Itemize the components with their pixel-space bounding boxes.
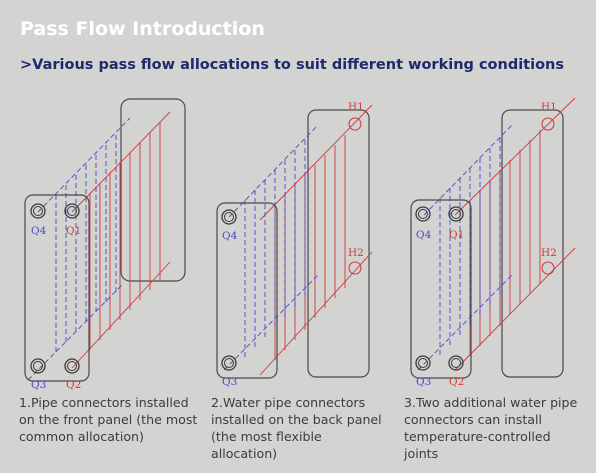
port-q1-icon — [448, 206, 464, 222]
panel-3-diagram: Q4 Q1 Q3 Q2 H1 H2 — [410, 97, 576, 388]
panel-3-blue-flow — [417, 124, 513, 371]
panel-3-label-h2: H2 — [541, 247, 557, 259]
page-title: Pass Flow Introduction — [20, 18, 265, 40]
panel-1-diagram: Q4 Q1 Q3 Q2 — [24, 98, 186, 391]
panel-3-label-h1: H1 — [541, 101, 557, 113]
port-q3-icon — [30, 358, 46, 374]
port-q4-icon — [415, 206, 431, 222]
panel-2-caption: 2.Water pipe connectors installed on the… — [211, 395, 382, 461]
panel-1-label-q4: Q4 — [31, 225, 47, 237]
port-q2-icon — [64, 358, 80, 374]
port-q1-icon — [64, 203, 80, 219]
port-q3-icon — [415, 355, 431, 371]
panel-1-blue-flow — [27, 117, 131, 381]
panel-3-back-plate — [501, 109, 564, 378]
port-q4-icon — [221, 209, 237, 225]
panel-1-ports — [30, 203, 80, 374]
panel-1-caption: 1.Pipe connectors installed on the front… — [19, 395, 198, 444]
panel-1-red-flow — [71, 111, 171, 369]
panel-1-back-plate — [120, 98, 186, 282]
panel-3-label-q2: Q2 — [449, 376, 464, 388]
panel-2-ports — [221, 209, 237, 371]
page-subtitle: >Various pass flow allocations to suit d… — [20, 57, 564, 73]
port-h1-icon — [541, 117, 555, 131]
panel-1-label-q3: Q3 — [31, 379, 46, 391]
panel-2-label-h1: H1 — [348, 101, 364, 113]
port-q2-icon — [448, 355, 464, 371]
port-q4-icon — [30, 203, 46, 219]
port-h2-icon — [348, 261, 362, 275]
panel-3-label-q4: Q4 — [416, 229, 432, 241]
panel-3-ports — [415, 206, 464, 371]
panel-3-label-q1: Q1 — [449, 229, 464, 241]
panel-3-red-ports — [541, 117, 555, 275]
panel-1-front-plate — [24, 194, 90, 382]
panel-2-back-plate — [307, 109, 370, 378]
panel-3-front-plate — [410, 199, 472, 379]
port-q3-icon — [221, 355, 237, 371]
panel-3-caption: 3.Two additional water pipe connectors c… — [404, 395, 578, 461]
panel-2-red-ports — [348, 117, 362, 275]
panel-3-red-flow — [454, 97, 576, 371]
panel-2-diagram: Q4 Q3 H1 H2 — [216, 101, 373, 388]
panel-1-label-q1: Q1 — [66, 225, 81, 237]
panel-2-label-q4: Q4 — [222, 230, 238, 242]
panel-2-label-q3: Q3 — [222, 376, 237, 388]
port-h2-icon — [541, 261, 555, 275]
panel-2-label-h2: H2 — [348, 247, 364, 259]
panel-3-label-q3: Q3 — [416, 376, 431, 388]
panel-2-front-plate — [216, 202, 278, 379]
panel-2-blue-flow — [223, 124, 319, 371]
port-h1-icon — [348, 117, 362, 131]
panel-1-label-q2: Q2 — [66, 379, 81, 391]
